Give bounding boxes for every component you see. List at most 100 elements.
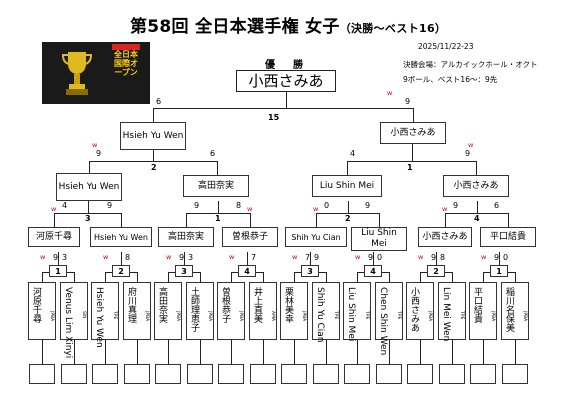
player-name: Chen Shin Wen: [378, 287, 388, 356]
r16-winner-mark: w: [481, 253, 487, 261]
player-team: SIN: [81, 311, 86, 319]
player-connector: [263, 340, 264, 364]
r16-right-score: 0: [377, 253, 383, 262]
player-connector: [483, 340, 484, 364]
final-bracket-line: [153, 108, 413, 109]
player-result-box: [155, 364, 181, 384]
player-result-box: [344, 364, 370, 384]
page-title: 第58回 全日本選手権 女子（決勝～ベスト16）: [130, 12, 446, 37]
player-name: Venus Lim Xinyi: [63, 287, 73, 359]
sf-connector: [412, 144, 413, 161]
r16-left-score: 9: [53, 253, 59, 262]
player-connector: [168, 340, 169, 364]
finalist-right: 小西さみあ: [380, 122, 446, 144]
player-connector: [263, 272, 264, 282]
sf-bracket-line: [347, 161, 476, 162]
qf-winner-mark: w: [442, 205, 448, 213]
player-column: 河原千尋 JPBA: [28, 282, 56, 340]
event-venue: 決勝会場：アルカイックホール・オクト: [403, 60, 538, 69]
r16-connector: [58, 252, 59, 272]
r16-left-score: 9: [494, 253, 500, 262]
player-name: Shih Yu Cian: [315, 287, 325, 343]
semi-right-score-b: 9: [465, 149, 471, 158]
player-team: TPE: [364, 311, 369, 320]
r16-connector: [121, 252, 122, 272]
qf-connector: [316, 213, 317, 227]
r16-left-score: 9: [179, 253, 185, 262]
r16-winner-mark: w: [418, 253, 424, 261]
final-connector: [413, 108, 414, 122]
r16-connector: [310, 252, 311, 272]
player-team: TPE: [112, 311, 117, 320]
event-poster: 全日本国際オープン: [42, 42, 150, 104]
qf-match-number: 1: [215, 214, 221, 223]
qf-left-score: 0: [324, 201, 330, 210]
semi-left-score-a: 9: [96, 149, 102, 158]
player-connector: [420, 340, 421, 364]
player-column: Shih Yu Cian TPE: [312, 282, 340, 343]
r16-winner-mark: w: [292, 253, 298, 261]
qf-connector: [121, 213, 122, 227]
qf-left-score: 9: [194, 201, 200, 210]
r16-right-score: 0: [503, 253, 509, 262]
qf-left-score: 9: [453, 201, 459, 210]
qf-connector: [186, 213, 187, 227]
player-connector: [231, 340, 232, 364]
player-result-box: [187, 364, 213, 384]
player-column: Liu Shin Mei TPE: [343, 282, 371, 342]
qf-bracket-line: [54, 213, 122, 214]
sf-connector: [153, 150, 154, 161]
player-connector: [42, 272, 43, 282]
r16-connector: [499, 252, 500, 272]
player-name: Lin Mei Wen: [441, 287, 451, 342]
player-result-box: [502, 364, 528, 384]
qf-match-number: 2: [345, 214, 351, 223]
player-connector: [452, 340, 453, 364]
qf-connector: [88, 201, 89, 213]
qf-match-number: 4: [474, 214, 480, 223]
r16-winner-mark: w: [103, 253, 109, 261]
sf-connector: [476, 161, 477, 175]
player-result-box: [281, 364, 307, 384]
player-connector: [515, 340, 516, 364]
player-connector: [42, 340, 43, 364]
quarterfinalist-8: 平口結貴: [480, 227, 536, 247]
player-team: JPBA: [238, 311, 243, 322]
player-team: JPBA: [522, 311, 527, 322]
player-name: 河原千尋: [31, 287, 41, 323]
r16-connector: [373, 252, 374, 272]
qf-right-score: 9: [365, 201, 371, 210]
player-connector: [357, 340, 358, 364]
player-result-box: [439, 364, 465, 384]
r16-left-score: 7: [305, 253, 311, 262]
player-team: JPBA: [49, 311, 54, 322]
r16-left-score: 9: [431, 253, 437, 262]
r16-winner-mark: w: [355, 253, 361, 261]
qf-winner-mark: w: [313, 205, 319, 213]
sf-connector: [347, 161, 348, 175]
player-team: TPE: [333, 311, 338, 320]
semi-right-winner-mark: w: [468, 141, 474, 149]
player-result-box: [376, 364, 402, 384]
final-connector: [286, 92, 287, 108]
player-name: Liu Shin Mei: [346, 287, 356, 342]
r16-winner-mark: w: [40, 253, 46, 261]
player-team: JPBA: [490, 311, 495, 322]
player-team: JPBA: [427, 311, 432, 322]
r16-right-score: 8: [440, 253, 446, 262]
player-result-box: [313, 364, 339, 384]
semi-left-winner-mark: w: [92, 141, 98, 149]
r16-right-score: 3: [62, 253, 68, 262]
player-name: 高田奈実: [157, 287, 167, 323]
final-match-number: 15: [268, 113, 280, 122]
video-badge: [112, 44, 140, 50]
r16-match-number: 2: [112, 265, 130, 277]
